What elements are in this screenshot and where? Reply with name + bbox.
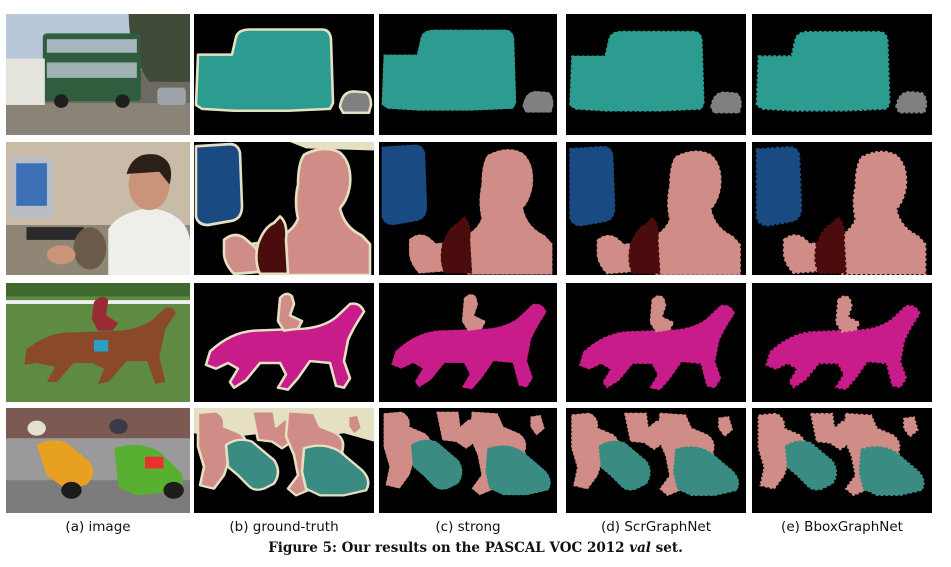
panel-person-cat-monitor-gt	[194, 142, 374, 275]
panel-motorbike-riders-strong-graphic	[379, 408, 557, 513]
panel-motorbike-riders-image-graphic	[6, 408, 190, 513]
column-label-scrgraphnet: (d) ScrGraphNet	[600, 519, 712, 535]
panel-person-cat-monitor-strong-graphic	[379, 142, 557, 275]
panel-motorbike-riders-scr	[566, 408, 746, 513]
panel-horse-rider-bbox-graphic	[752, 283, 932, 402]
panel-motorbike-riders-scr-graphic	[566, 408, 746, 513]
panel-horse-rider-strong-graphic	[379, 283, 557, 402]
panel-bus-scr	[566, 14, 746, 135]
panel-person-cat-monitor-scr-graphic	[566, 142, 746, 275]
panel-bus-bbox	[752, 14, 932, 135]
panel-horse-rider-scr-graphic	[566, 283, 746, 402]
caption-prefix: Figure 5: Our results on the PASCAL VOC …	[268, 540, 630, 556]
panel-bus-scr-graphic	[566, 14, 746, 135]
panel-bus-gt	[194, 14, 374, 135]
panel-motorbike-riders-bbox-graphic	[752, 408, 932, 513]
panel-motorbike-riders-gt-graphic	[194, 408, 374, 513]
panel-person-cat-monitor-gt-graphic	[194, 142, 374, 275]
panel-bus-bbox-graphic	[752, 14, 932, 135]
panel-motorbike-riders-bbox	[752, 408, 932, 513]
panel-person-cat-monitor-scr	[566, 142, 746, 275]
column-label-bboxgraphnet: (e) BboxGraphNet	[781, 519, 903, 535]
panel-bus-image-graphic	[6, 14, 190, 135]
panel-motorbike-riders-image	[6, 408, 190, 513]
column-label-ground-truth: (b) ground-truth	[229, 519, 339, 535]
panel-person-cat-monitor-strong	[379, 142, 557, 275]
panel-horse-rider-gt-graphic	[194, 283, 374, 402]
panel-person-cat-monitor-image-graphic	[6, 142, 190, 275]
panel-horse-rider-strong	[379, 283, 557, 402]
panel-horse-rider-image	[6, 283, 190, 402]
panel-bus-gt-graphic	[194, 14, 374, 135]
panel-motorbike-riders-strong	[379, 408, 557, 513]
panel-bus-strong-graphic	[379, 14, 557, 135]
panel-horse-rider-image-graphic	[6, 283, 190, 402]
panel-person-cat-monitor-bbox-graphic	[752, 142, 932, 275]
column-label-strong: (c) strong	[435, 519, 501, 535]
column-label-image: (a) image	[65, 519, 131, 535]
panel-horse-rider-bbox	[752, 283, 932, 402]
caption-suffix: set.	[650, 540, 683, 556]
panel-bus-strong	[379, 14, 557, 135]
panel-motorbike-riders-gt	[194, 408, 374, 513]
panel-horse-rider-scr	[566, 283, 746, 402]
caption-emphasis: val	[629, 540, 651, 556]
panel-bus-image	[6, 14, 190, 135]
panel-person-cat-monitor-image	[6, 142, 190, 275]
panel-person-cat-monitor-bbox	[752, 142, 932, 275]
figure-caption: Figure 5: Our results on the PASCAL VOC …	[0, 540, 951, 556]
panel-horse-rider-gt	[194, 283, 374, 402]
